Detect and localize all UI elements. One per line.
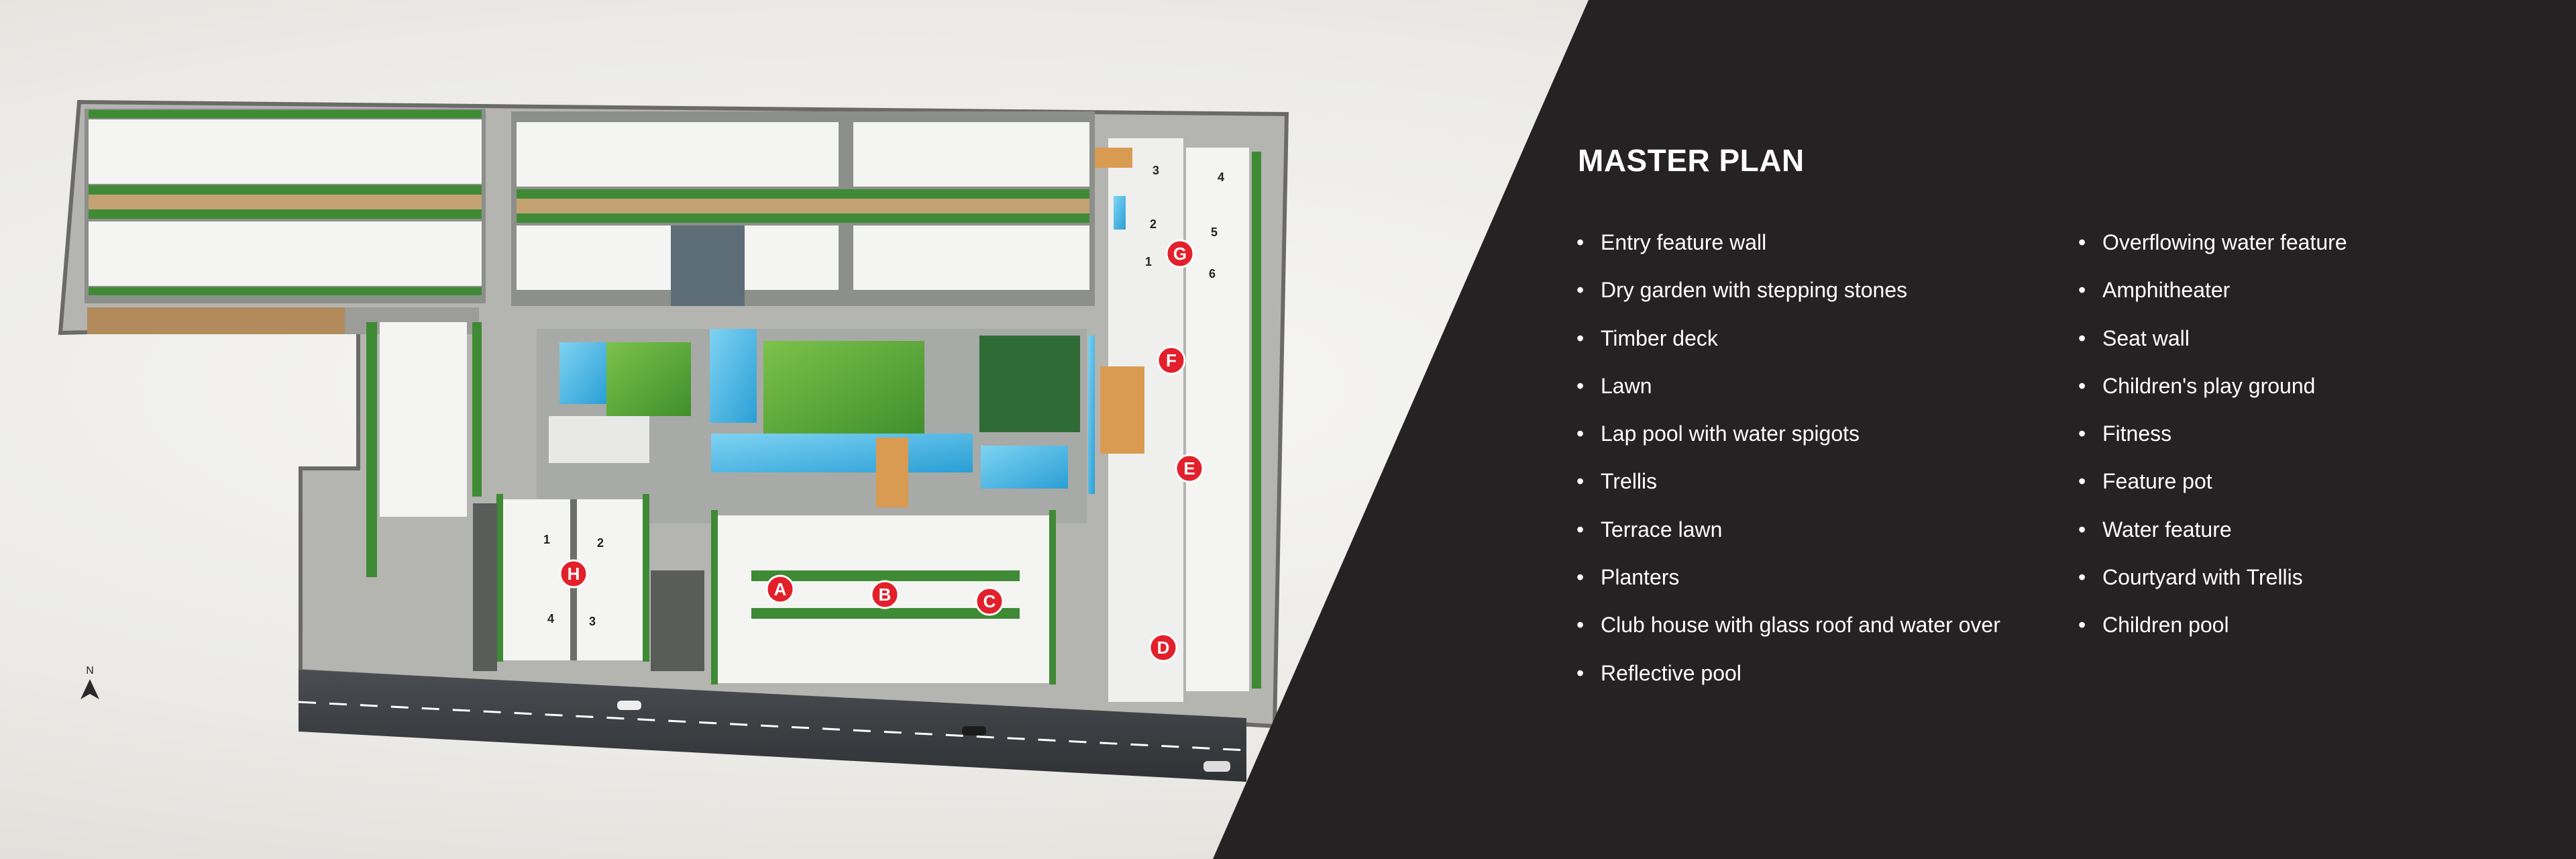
townhouse-block-northwest <box>85 109 486 303</box>
amenity-item: Trellis <box>1576 466 2000 513</box>
unit-number: 4 <box>547 612 554 625</box>
amenity-item: Terrace lawn <box>1576 514 2000 562</box>
central-courtyard <box>537 329 1095 523</box>
main-road <box>298 670 1247 782</box>
amenity-item: Dry garden with stepping stones <box>1576 274 2000 322</box>
marker-block-e: E <box>1175 454 1204 483</box>
block-h-unit-numbers: 1 2 3 4 <box>543 533 604 628</box>
marker-block-a: A <box>765 574 795 604</box>
amenity-item: Planters <box>1576 562 2000 609</box>
townhouse-block-north <box>511 111 1095 306</box>
building-east-strip <box>1095 138 1261 702</box>
page-title: MASTER PLAN <box>1578 143 1805 178</box>
amenity-item: Seat wall <box>2078 323 2347 370</box>
amenity-item: Lawn <box>1576 370 2000 418</box>
amenity-item: Lap pool with water spigots <box>1576 418 2000 466</box>
amenity-item: Fitness <box>2078 418 2347 466</box>
amenities-list-right: Overflowing water feature Amphitheater S… <box>2078 227 2347 658</box>
amenity-item: Timber deck <box>1576 323 2000 370</box>
amenity-item: Children pool <box>2078 609 2347 657</box>
unit-number: 3 <box>1152 164 1159 177</box>
amenity-item: Feature pot <box>2078 466 2347 513</box>
marker-label: G <box>1173 244 1187 264</box>
marker-label: H <box>568 564 580 584</box>
amenity-item: Overflowing water feature <box>2078 227 2347 274</box>
unit-number: 6 <box>1209 267 1216 281</box>
marker-block-d: D <box>1148 633 1178 662</box>
block-markers: A B C D E F G <box>559 239 1204 662</box>
marker-block-h: H <box>559 559 588 589</box>
amenity-item: Children's play ground <box>2078 370 2347 418</box>
amenity-item: Courtyard with Trellis <box>2078 562 2347 609</box>
amenity-item: Entry feature wall <box>1576 227 2000 274</box>
unit-number: 2 <box>597 536 604 550</box>
amenity-item: Amphitheater <box>2078 274 2347 322</box>
marker-label: D <box>1157 638 1170 658</box>
marker-block-c: C <box>975 587 1004 616</box>
amenity-item: Water feature <box>2078 514 2347 562</box>
unit-number: 5 <box>1211 225 1218 239</box>
unit-number: 3 <box>589 615 596 628</box>
marker-block-b: B <box>870 580 900 609</box>
marker-label: A <box>774 579 787 599</box>
building-block-h <box>473 494 649 671</box>
amenity-item: Reflective pool <box>1576 658 2000 705</box>
amenities-list-left: Entry feature wall Dry garden with stepp… <box>1576 227 2000 705</box>
marker-label: E <box>1183 458 1195 478</box>
block-g-unit-numbers: 1 2 3 4 5 6 <box>1145 164 1224 281</box>
marker-label: F <box>1166 350 1177 370</box>
unit-number: 1 <box>1145 255 1152 268</box>
amenity-item: Club house with glass roof and water ove… <box>1576 609 2000 657</box>
unit-number: 2 <box>1150 217 1157 231</box>
marker-block-f: F <box>1157 346 1186 375</box>
building-west-wing <box>366 322 482 577</box>
unit-number: 4 <box>1218 170 1224 184</box>
compass-label: N <box>86 665 94 676</box>
marker-block-g: G <box>1165 239 1195 268</box>
marker-label: B <box>879 585 892 605</box>
marker-label: C <box>983 591 996 611</box>
north-arrow: N <box>80 665 99 699</box>
unit-number: 1 <box>543 533 550 546</box>
